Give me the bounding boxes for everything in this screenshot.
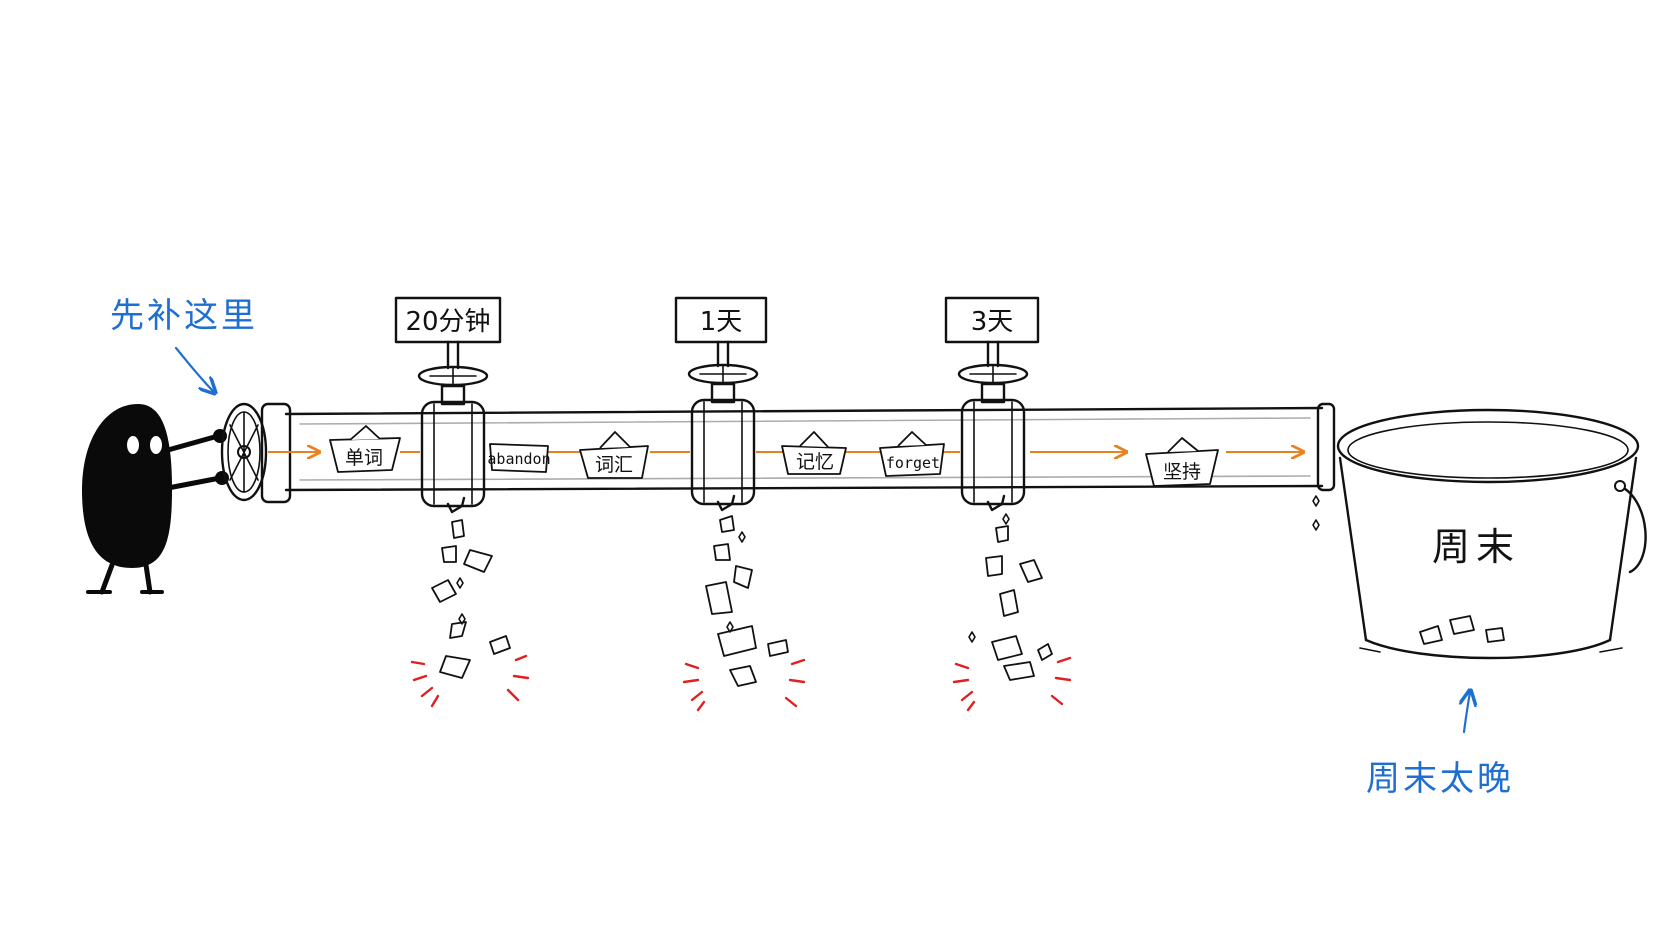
- character-eye-left: [127, 436, 139, 454]
- boat-1: 单词: [329, 425, 401, 473]
- start-note-arrow: [174, 346, 214, 392]
- boat-5-text: 坚持: [1163, 461, 1201, 483]
- boat-3-text: 记忆: [796, 451, 834, 473]
- leak-3: [952, 494, 1072, 712]
- end-note: 周末太晚: [1366, 759, 1514, 799]
- valve-1-sign: [394, 296, 502, 344]
- bucket: 周末: [1336, 408, 1647, 660]
- coupling-3: [960, 398, 1026, 506]
- coupling-2: [690, 398, 756, 506]
- boat-4: forget: [879, 431, 945, 477]
- valve-2: 1天: [674, 296, 768, 404]
- valve-2-label: 1天: [700, 307, 743, 337]
- boat-4-text: forget: [886, 454, 940, 472]
- character-eye-right: [150, 436, 162, 454]
- boat-5: 坚持: [1145, 437, 1219, 487]
- valve-3-sign: [944, 296, 1040, 344]
- coupling-1: [420, 400, 486, 508]
- character: [82, 404, 229, 595]
- valve-1: 20分钟: [394, 296, 502, 406]
- start-note: 先补这里: [110, 296, 258, 336]
- floating-note: abandon: [487, 443, 551, 473]
- bucket-label: 周末: [1432, 525, 1520, 569]
- valve-2-sign: [674, 296, 768, 344]
- valve-3: 3天: [944, 296, 1040, 404]
- boat-3: 记忆: [781, 431, 847, 475]
- leak-2: [682, 494, 806, 712]
- boat-2: 词汇: [579, 431, 649, 479]
- end-note-arrow: [1464, 692, 1470, 734]
- leak-1: [410, 496, 530, 708]
- boat-2-text: 词汇: [595, 454, 633, 476]
- drips: [1312, 495, 1320, 531]
- valve-3-label: 3天: [971, 307, 1014, 337]
- hand-wheel: [220, 402, 268, 502]
- boat-1-text: 单词: [345, 447, 383, 469]
- floating-note-text: abandon: [487, 450, 550, 468]
- valve-1-label: 20分钟: [405, 307, 490, 337]
- pipe: [260, 402, 1336, 504]
